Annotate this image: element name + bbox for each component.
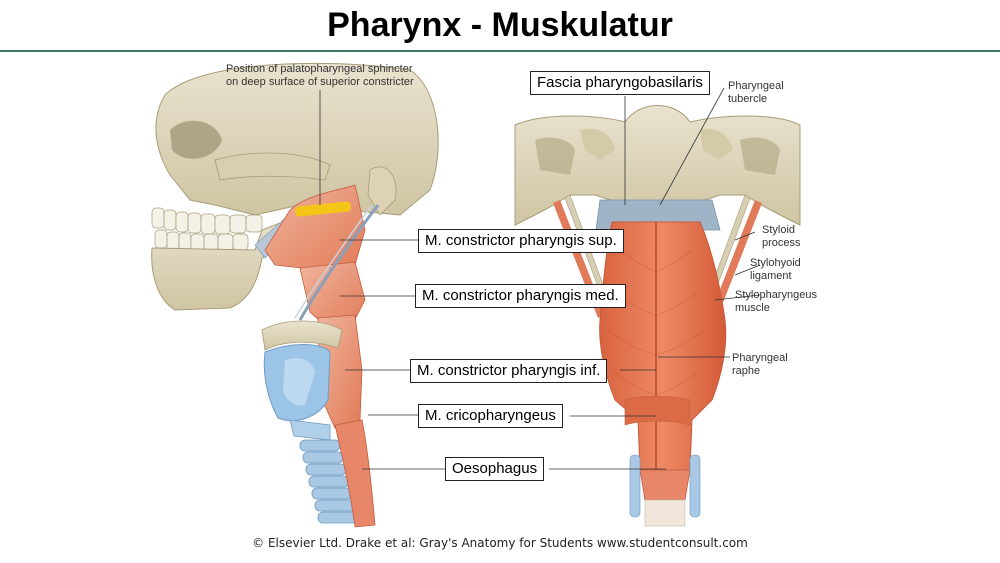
leader-lines: [319, 87, 761, 470]
lower-teeth: [154, 229, 249, 253]
label-cricopharyngeus: M. cricopharyngeus: [418, 404, 563, 428]
pharyngeal-tubercle-label: Pharyngeal tubercle: [728, 80, 784, 106]
pharyngeal-raphe-line2: raphe: [732, 365, 761, 377]
stylopharyngeus-line2: muscle: [735, 302, 770, 314]
stylohyoid-ligament-line2: ligament: [750, 270, 792, 282]
stylohyoid-ligament-line1: Stylohyoid: [750, 257, 801, 269]
oesophagus-lateral: [334, 419, 376, 528]
styloid-process-line2: process: [762, 237, 801, 249]
sphincter-note-line2: on deep surface of superior constricter: [226, 76, 414, 88]
copyright-credit: © Elsevier Ltd. Drake et al: Gray's Anat…: [252, 536, 748, 550]
styloid-process-line1: Styloid: [762, 224, 796, 236]
stylopharyngeus-line1: Stylopharyngeus: [735, 289, 817, 301]
label-fascia-pharyngobasilaris: Fascia pharyngobasilaris: [530, 71, 710, 95]
lateral-view: [151, 62, 439, 528]
label-constrictor-sup: M. constrictor pharyngis sup.: [418, 229, 624, 253]
label-oesophagus: Oesophagus: [445, 457, 545, 481]
pharyngeal-raphe-label: Pharyngeal raphe: [732, 352, 788, 378]
styloid-process-label: Styloid process: [762, 224, 801, 250]
sphincter-note: Position of palatopharyngeal sphincter o…: [226, 63, 414, 89]
sphincter-note-line1: Position of palatopharyngeal sphincter: [226, 63, 413, 75]
oesophagus-posterior: [639, 469, 691, 501]
pharyngeal-tubercle-line2: tubercle: [728, 93, 768, 105]
pharyngeal-raphe-line1: Pharyngeal: [732, 352, 788, 364]
title-divider: [0, 50, 1000, 52]
upper-teeth: [151, 207, 263, 235]
stylohyoid-ligament-label: Stylohyoid ligament: [750, 257, 801, 283]
label-constrictor-inf: M. constrictor pharyngis inf.: [410, 359, 608, 383]
slide-title: Pharynx - Muskulatur: [327, 6, 673, 44]
hyoid: [261, 320, 343, 351]
pharyngeal-tubercle-line1: Pharyngeal: [728, 80, 784, 92]
label-constrictor-med: M. constrictor pharyngis med.: [415, 284, 626, 308]
pharynx-posterior: [599, 221, 727, 471]
trachea: [299, 439, 359, 524]
stylopharyngeus-label: Stylopharyngeus muscle: [735, 289, 817, 315]
posterior-view: [514, 105, 801, 527]
